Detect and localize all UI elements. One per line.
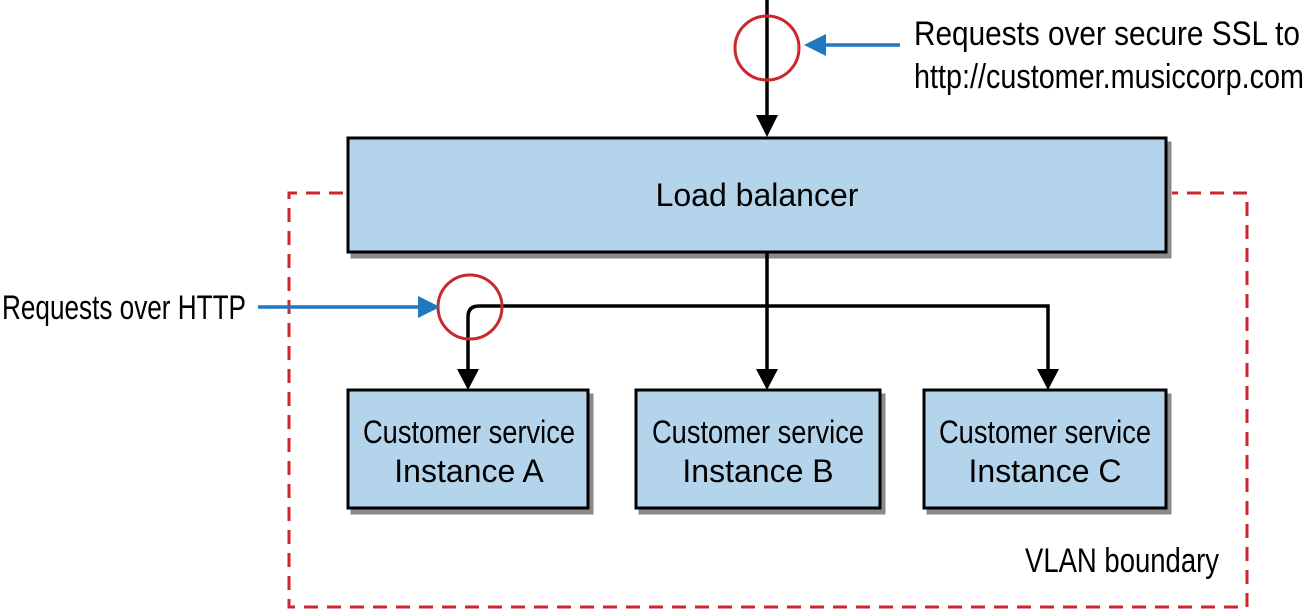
arrowhead-instance-b [756,369,778,390]
instance-c-line1: Customer service [939,414,1151,450]
vlan-boundary [287,191,1249,609]
instance-a-line2: Instance A [394,453,544,489]
arrowhead-instance-c [1037,369,1059,390]
incoming-arrowhead [756,115,778,137]
instance-b-line2: Instance B [682,453,833,489]
instance-a-box: Customer service Instance A [346,388,590,510]
load-balancer: Load balancer [346,136,1168,254]
instance-b-box: Customer service Instance B [634,388,882,510]
http-annotation: Requests over HTTP [2,289,246,327]
ssl-annotation-line1: Requests over secure SSL to [914,15,1300,53]
http-callout-arrow [258,296,440,318]
ssl-highlight-circle [733,14,801,82]
vlan-boundary-label: VLAN boundary [1025,542,1219,580]
instance-c-line2: Instance C [969,453,1122,489]
instance-c-box: Customer service Instance C [922,388,1168,510]
instance-a-line1: Customer service [363,414,575,450]
ssl-annotation-line2: http://customer.musiccorp.com [914,58,1304,96]
arrowhead-instance-a [457,369,479,390]
instance-b-line1: Customer service [652,414,864,450]
load-balancer-label: Load balancer [656,177,859,213]
ssl-callout-arrow [804,34,900,56]
distribution-connectors [466,252,1050,374]
